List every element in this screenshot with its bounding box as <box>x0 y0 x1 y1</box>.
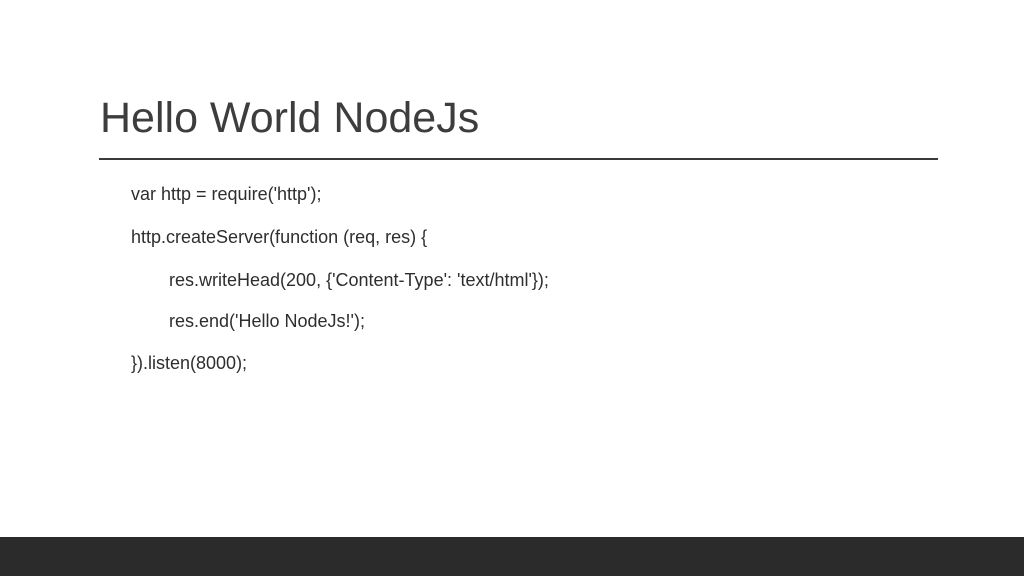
title-divider <box>99 158 938 160</box>
code-line-5: }).listen(8000); <box>131 353 248 373</box>
code-line-2: http.createServer(function (req, res) { <box>131 227 428 247</box>
code-line-4: res.end('Hello NodeJs!'); <box>169 311 365 331</box>
code-line-1: var http = require('http'); <box>131 184 322 204</box>
code-line-3: res.writeHead(200, {'Content-Type': 'tex… <box>169 270 549 290</box>
footer-bar <box>0 537 1024 576</box>
slide-title: Hello World NodeJs <box>100 94 480 142</box>
